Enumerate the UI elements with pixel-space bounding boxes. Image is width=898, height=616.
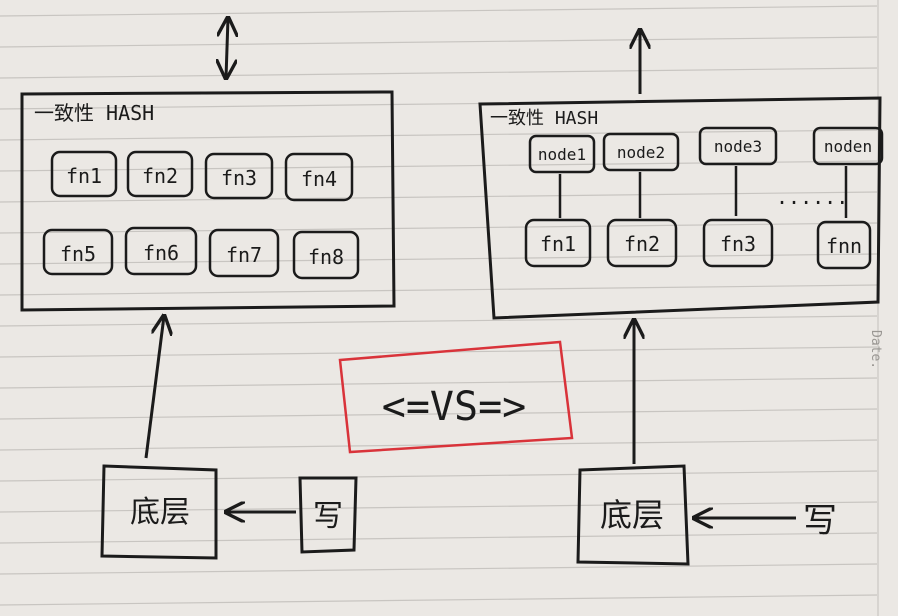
left-fn-box bbox=[126, 150, 194, 198]
right-fn-box bbox=[606, 218, 678, 268]
left-fn-box bbox=[124, 226, 198, 276]
left-fn-label: fn6 bbox=[143, 241, 179, 265]
right-node-label: node2 bbox=[617, 143, 665, 162]
left-fn-box bbox=[208, 228, 280, 278]
notebook-rule-line bbox=[0, 36, 879, 48]
notebook-rule-line bbox=[0, 253, 879, 265]
right-node-label: node1 bbox=[538, 145, 586, 164]
right-diagram: 一致性 HASH node1 node2 node3 noden fn1 fn2… bbox=[478, 30, 884, 566]
left-bottom-layer-label: 底层 bbox=[130, 495, 190, 530]
left-fn-grid: fn1 fn2 fn3 fn4 fn5 fn6 fn7 fn8 bbox=[42, 150, 360, 280]
notebook-rule-line bbox=[0, 470, 879, 482]
right-fn-label: fn2 bbox=[624, 232, 660, 256]
left-fn-box bbox=[292, 230, 360, 280]
vs-highlight-box bbox=[338, 340, 574, 454]
right-node-box bbox=[528, 134, 596, 174]
right-fn-box bbox=[816, 220, 872, 270]
left-fn-box bbox=[204, 152, 274, 200]
notebook-rule-line bbox=[0, 160, 879, 172]
notebook-rules bbox=[0, 5, 879, 606]
right-node-box bbox=[812, 126, 884, 166]
notebook-rule-line bbox=[0, 563, 879, 575]
right-write-label: 写 bbox=[803, 501, 837, 541]
left-top-bidirectional-arrow bbox=[226, 18, 228, 78]
right-node-box bbox=[602, 132, 680, 172]
left-hash-title: 一致性 HASH bbox=[34, 101, 154, 125]
notebook-rule-line bbox=[0, 408, 879, 420]
notebook-rule-line bbox=[0, 67, 879, 79]
notebook-rule-line bbox=[0, 222, 879, 234]
right-fn-label: fnn bbox=[826, 234, 862, 258]
left-fn-label: fn5 bbox=[60, 242, 96, 266]
left-fn-label: fn1 bbox=[66, 164, 102, 188]
notebook-rule-line bbox=[0, 532, 879, 544]
right-bottom-layer-box bbox=[576, 464, 690, 566]
left-fn-box bbox=[50, 150, 118, 198]
left-diagram: 一致性 HASH fn1 fn2 fn3 fn4 fn5 fn6 fn7 fn8… bbox=[20, 18, 396, 560]
left-fn-box bbox=[284, 152, 354, 202]
right-hash-box bbox=[478, 96, 882, 320]
right-fn-label: fn1 bbox=[540, 232, 576, 256]
notebook-rule-line bbox=[0, 191, 879, 203]
right-fn-label: fn3 bbox=[720, 232, 756, 256]
right-fn-box bbox=[702, 218, 774, 268]
notebook-rule-line bbox=[0, 594, 879, 606]
left-fn-label: fn3 bbox=[221, 166, 257, 190]
left-fn-label: fn8 bbox=[308, 245, 344, 269]
right-bottom-layer-label: 底层 bbox=[600, 496, 664, 534]
notebook-rule-line bbox=[0, 284, 879, 296]
right-fn-box bbox=[524, 218, 592, 268]
vs-comparison: <=VS=> bbox=[338, 340, 574, 454]
notebook-rule-line bbox=[0, 5, 879, 17]
right-hash-title: 一致性 HASH bbox=[490, 108, 598, 129]
notebook-rule-line bbox=[0, 315, 879, 327]
right-node-box bbox=[698, 126, 778, 166]
left-write-label: 写 bbox=[313, 499, 343, 534]
margin-watermark: Date. bbox=[868, 330, 883, 369]
left-fn-label: fn7 bbox=[226, 243, 262, 267]
right-ellipsis: ...... bbox=[776, 185, 848, 209]
left-fn-box bbox=[42, 228, 114, 276]
right-node-label: node3 bbox=[714, 137, 762, 156]
left-bottom-layer-box bbox=[100, 464, 218, 560]
vs-label: <=VS=> bbox=[382, 384, 527, 430]
notebook-rule-line bbox=[0, 501, 879, 513]
right-node-label: noden bbox=[824, 137, 872, 156]
left-fn-label: fn2 bbox=[142, 164, 178, 188]
left-write-box bbox=[298, 476, 358, 554]
left-up-arrow bbox=[144, 316, 164, 459]
left-hash-box bbox=[20, 90, 396, 312]
notebook-rule-line bbox=[0, 129, 879, 141]
left-fn-label: fn4 bbox=[301, 167, 337, 191]
notebook-rule-line bbox=[0, 377, 879, 389]
